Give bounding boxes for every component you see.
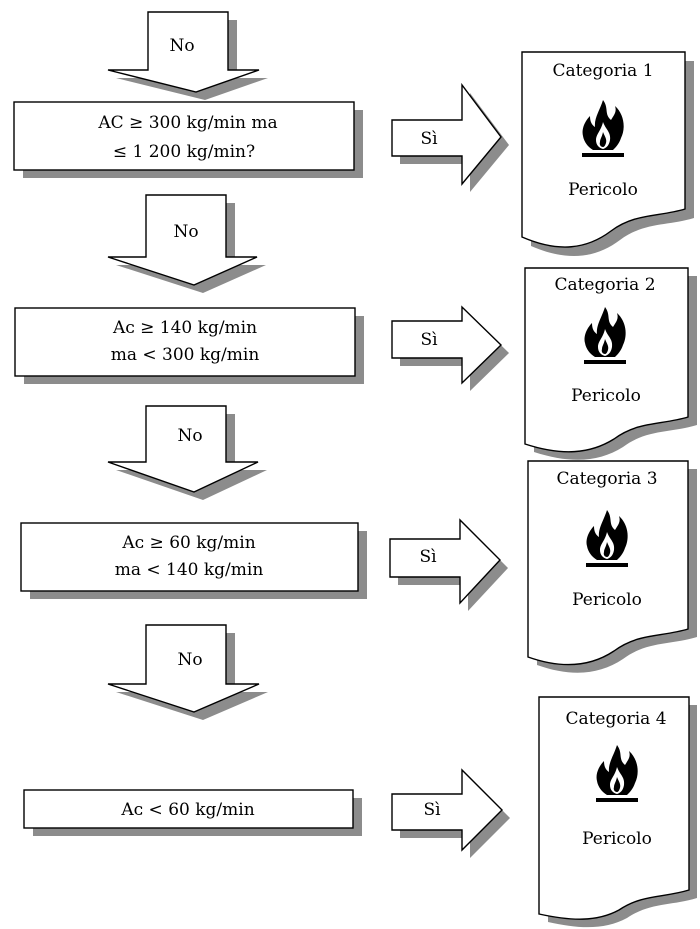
- right-arrow-2: Sì: [391, 305, 509, 391]
- right-arrow-3: Sì: [389, 518, 508, 611]
- signal-word: Pericolo: [571, 386, 641, 406]
- condition-box-1: AC ≥ 300 kg/min ma ≤ 1 200 kg/min?: [13, 101, 363, 178]
- condition-box-2: Aᴄ ≥ 140 kg/min ma < 300 kg/min: [14, 307, 364, 384]
- condition-line-1: Aᴄ < 60 kg/min: [120, 800, 254, 820]
- category-label: Categoria 2: [554, 275, 655, 295]
- signal-word: Pericolo: [568, 180, 638, 200]
- condition-line-2: ma < 300 kg/min: [111, 345, 260, 365]
- condition-box-4: Aᴄ < 60 kg/min: [23, 789, 362, 836]
- down-arrow-4: No: [107, 624, 268, 720]
- outcome-card-3: Categoria 3 Pericolo: [527, 460, 697, 673]
- right-arrow-1: Sì: [391, 82, 509, 192]
- category-label: Categoria 3: [556, 469, 657, 489]
- outcome-card-4: Categoria 4 Pericolo: [538, 696, 697, 928]
- signal-word: Pericolo: [582, 829, 652, 849]
- right-arrow-label: Sì: [420, 129, 438, 149]
- down-arrow-label: No: [177, 426, 202, 446]
- condition-box-3: Aᴄ ≥ 60 kg/min ma < 140 kg/min: [20, 522, 367, 599]
- right-arrow-label: Sì: [423, 800, 441, 820]
- outcome-card-2: Categoria 2 Pericolo: [524, 267, 697, 460]
- down-arrow-3: No: [107, 405, 267, 500]
- category-label: Categoria 1: [552, 61, 653, 81]
- outcome-card-1: Categoria 1 Pericolo: [521, 51, 694, 257]
- right-arrow-label: Sì: [420, 330, 438, 350]
- down-arrow-label: No: [173, 222, 198, 242]
- right-arrow-4: Sì: [391, 768, 510, 858]
- down-arrow-2: No: [107, 194, 266, 293]
- condition-line-2: ma < 140 kg/min: [115, 560, 264, 580]
- condition-line-2: ≤ 1 200 kg/min?: [113, 142, 255, 162]
- category-label: Categoria 4: [565, 709, 666, 729]
- signal-word: Pericolo: [572, 590, 642, 610]
- condition-line-1: AC ≥ 300 kg/min ma: [97, 113, 277, 133]
- down-arrow-1: No: [107, 11, 268, 100]
- down-arrow-label: No: [169, 36, 194, 56]
- condition-line-1: Aᴄ ≥ 60 kg/min: [121, 533, 255, 553]
- condition-line-1: Aᴄ ≥ 140 kg/min: [112, 318, 257, 338]
- right-arrow-label: Sì: [419, 547, 437, 567]
- down-arrow-label: No: [177, 650, 202, 670]
